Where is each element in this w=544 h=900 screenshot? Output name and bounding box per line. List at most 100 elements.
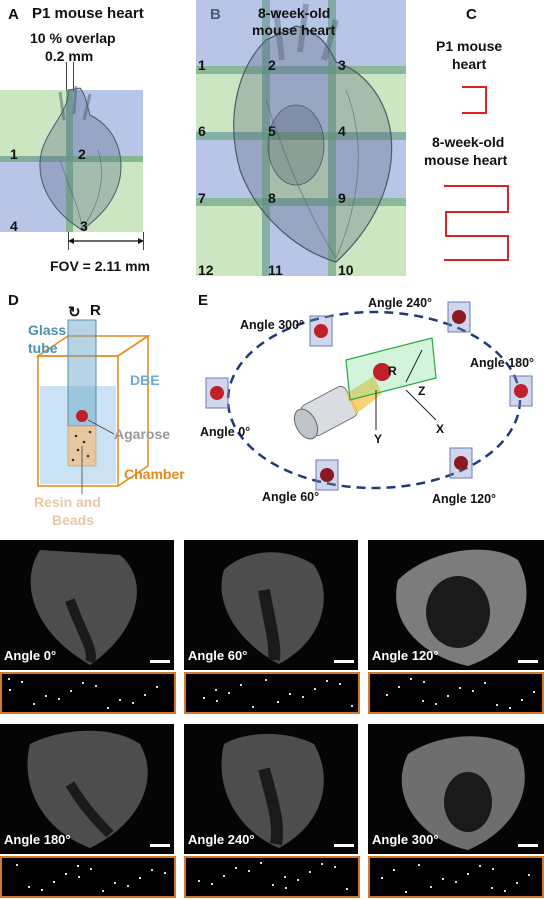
bead-dot	[53, 881, 55, 883]
bead-dot	[240, 684, 242, 686]
panel-c-label-2b: mouse heart	[424, 152, 508, 168]
bead-dot	[285, 887, 287, 889]
bead-dot	[381, 877, 383, 879]
bead-dot	[164, 872, 166, 874]
tile-b-12	[196, 198, 270, 276]
axis-x-label: X	[436, 422, 445, 436]
grid-b	[196, 0, 406, 276]
tile-b-label-1: 1	[198, 57, 206, 73]
angle-180-label: Angle 180°	[470, 356, 535, 370]
bead-strip-60	[184, 672, 360, 714]
bead-dot	[114, 882, 116, 884]
bead-dot	[334, 866, 336, 868]
bead-dot	[70, 690, 72, 692]
micrograph-label-0: Angle 0°	[4, 648, 57, 663]
rotation-arrow-d: ↻	[68, 304, 81, 321]
bead-dot	[272, 884, 274, 886]
resin-label-2: Beads	[52, 512, 95, 528]
bead-strip-240	[184, 856, 360, 898]
bead-dot	[252, 706, 254, 708]
micrograph-angle-120	[368, 540, 544, 670]
bead-dot	[78, 876, 80, 878]
bead-dot	[16, 864, 18, 866]
panel-c-letter: C	[466, 6, 477, 23]
micrograph-angle-60	[184, 540, 358, 670]
scale-bar-120	[518, 660, 538, 663]
adult-heart-illustration	[233, 3, 393, 263]
tile-a-label-2: 2	[78, 146, 86, 162]
bead-dot	[260, 862, 262, 864]
bead-dot	[41, 889, 43, 891]
tile-b-label-10: 10	[338, 262, 354, 278]
bead-dot	[77, 865, 79, 867]
bead-dot	[144, 694, 146, 696]
angle-240-label: Angle 240°	[368, 296, 433, 310]
bead-dot	[65, 873, 67, 875]
scale-bar-180	[150, 844, 170, 847]
overlap-band-horizontal	[0, 156, 143, 162]
bead-dot	[455, 881, 457, 883]
panel-a-title: P1 mouse heart	[32, 5, 144, 22]
bead-dot	[492, 868, 494, 870]
bead-dot	[484, 682, 486, 684]
bead-strip-0	[0, 672, 176, 714]
micrograph-label-180: Angle 180°	[4, 832, 71, 847]
bead-dot	[277, 701, 279, 703]
stack-300	[309, 315, 333, 347]
bead-dot	[198, 880, 200, 882]
bead-dot	[8, 678, 10, 680]
micrograph-angle-0	[0, 540, 174, 670]
panel-b-title-1: 8-week-old	[258, 5, 331, 21]
rotation-label-e: R	[388, 364, 397, 378]
scale-bar-0	[150, 660, 170, 663]
sample-chamber-diagram	[35, 319, 151, 494]
bead-dot	[423, 681, 425, 683]
bead-dot	[223, 875, 225, 877]
bead-dot	[139, 877, 141, 879]
bead-dot	[393, 869, 395, 871]
bead-dot	[346, 888, 348, 890]
overlap-mm-label: 0.2 mm	[45, 48, 94, 64]
tile-b-label-3: 3	[338, 57, 346, 73]
glass-tube-label-2: tube	[28, 340, 58, 356]
bead-dot	[398, 686, 400, 688]
bead-dot	[90, 868, 92, 870]
tile-b-label-6: 6	[198, 123, 206, 139]
axis-z-label: Z	[418, 384, 426, 398]
bead-dot	[314, 688, 316, 690]
bead-strip-300	[368, 856, 544, 898]
bead-dot	[504, 890, 506, 892]
resin-label-1: Resin and	[34, 494, 101, 510]
tile-b-label-7: 7	[198, 190, 206, 206]
tile-b-1	[196, 0, 270, 74]
bead-dot	[509, 707, 511, 709]
bead-dot	[215, 689, 217, 691]
stack-60	[315, 459, 339, 491]
panel-e-letter: E	[198, 292, 209, 309]
panel-d-letter: D	[8, 292, 19, 309]
tile-b-6	[196, 66, 270, 140]
bead-dot	[228, 692, 230, 694]
bead-dot	[297, 879, 299, 881]
overlap-b-h2	[196, 132, 406, 140]
panel-c-label-1a: P1 mouse	[436, 38, 503, 54]
tile-b-9	[328, 132, 406, 206]
bead-dot	[211, 883, 213, 885]
bead-dot	[58, 698, 60, 700]
bead-dot	[405, 891, 407, 893]
tile-b-5	[262, 66, 336, 140]
angle-0-label: Angle 0°	[200, 425, 251, 439]
overlap-b-h1	[196, 66, 406, 74]
bead-dot	[102, 890, 104, 892]
p1-heart-illustration	[39, 85, 122, 231]
bead-dot	[430, 886, 432, 888]
stack-120	[449, 447, 473, 479]
angle-120-label: Angle 120°	[432, 492, 497, 506]
tile-a-2	[66, 90, 143, 162]
tile-b-label-5: 5	[268, 123, 276, 139]
stack-240	[447, 301, 471, 333]
bead-dot	[151, 869, 153, 871]
scale-bar-60	[334, 660, 354, 663]
bead-dot	[284, 876, 286, 878]
tile-b-label-11: 11	[268, 262, 283, 278]
